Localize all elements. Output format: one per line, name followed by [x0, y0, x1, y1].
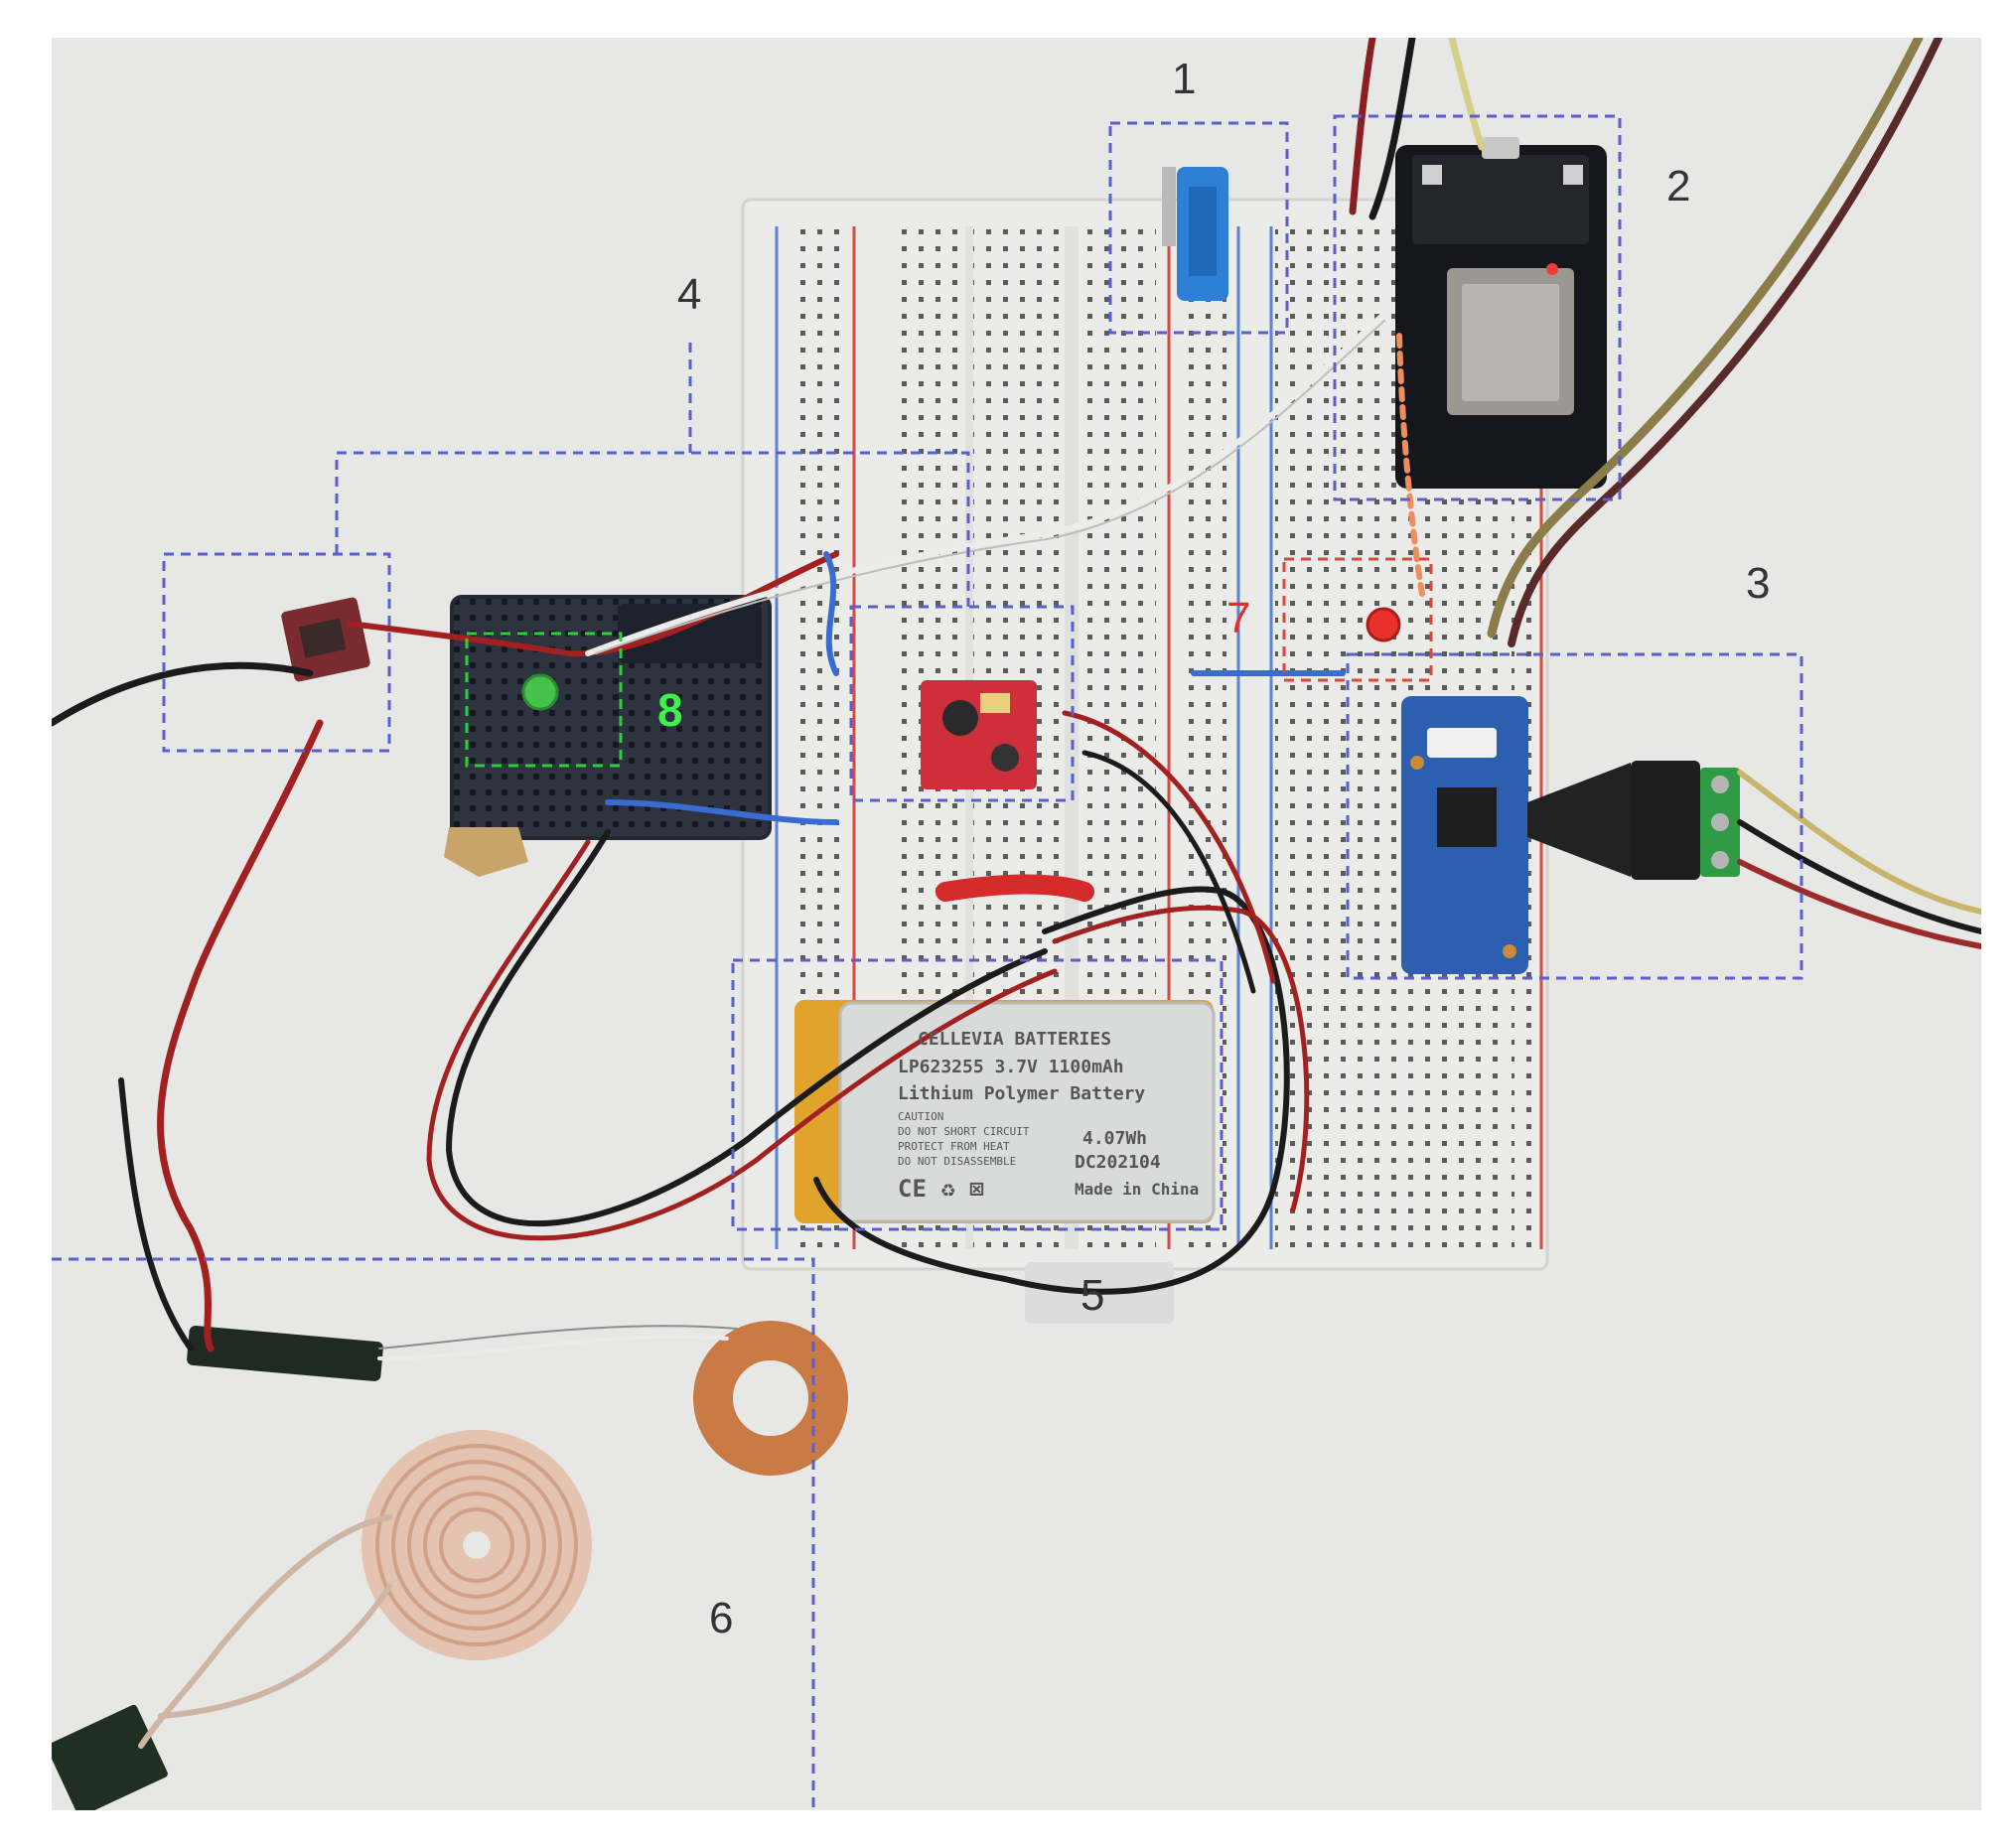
box-module-4-left — [162, 552, 391, 753]
label-module-2: 2 — [1666, 162, 1691, 211]
box-module-8 — [465, 632, 623, 768]
wires — [52, 38, 1981, 1749]
esp32-board — [1395, 137, 1607, 489]
module-4-leader — [335, 451, 970, 607]
boost-converter-board — [921, 680, 1037, 789]
annotation-boxes — [52, 114, 1803, 1810]
battery-caution-3: DO NOT DISASSEMBLE — [898, 1155, 1017, 1168]
battery-origin: Made in China — [1075, 1180, 1200, 1199]
battery-brand: CELLEVIA BATTERIES — [918, 1029, 1112, 1050]
box-module-7 — [1282, 557, 1433, 682]
label-module-6: 6 — [709, 1594, 734, 1642]
battery-caution-2: PROTECT FROM HEAT — [898, 1140, 1010, 1153]
battery-energy: 4.07Wh — [1082, 1128, 1148, 1149]
battery-model: LP623255 3.7V 1100mAh — [898, 1057, 1124, 1077]
box-module-2 — [1333, 114, 1622, 501]
label-module-8: 8 — [657, 684, 683, 736]
transmitter-pcb — [52, 1704, 168, 1810]
red-led — [1366, 607, 1401, 642]
receiver-pcb — [187, 1326, 383, 1381]
label-module-3: 3 — [1746, 559, 1771, 608]
scene — [52, 38, 1981, 1810]
charger-board-left — [281, 597, 370, 682]
box-module-1 — [1108, 121, 1289, 335]
box-module-4-center — [849, 605, 1075, 802]
photo: 1 2 3 4 5 6 7 8 CELLEVIA BATTERIES LP623… — [52, 38, 1981, 1810]
label-module-1: 1 — [1172, 55, 1197, 103]
battery-type: Lithium Polymer Battery — [898, 1083, 1146, 1104]
battery-cert-marks: CE ♻ ⊠ — [898, 1175, 984, 1203]
label-module-7: 7 — [1226, 594, 1251, 642]
temperature-sensor — [1162, 167, 1228, 301]
small-breadboard — [444, 595, 772, 877]
battery-date-code: DC202104 — [1075, 1152, 1161, 1173]
small-receiver-coil — [693, 1321, 848, 1476]
battery-caution-title: CAUTION — [898, 1110, 944, 1123]
green-led — [521, 673, 559, 711]
box-module-3 — [1346, 652, 1803, 980]
large-transmitter-coil — [361, 1430, 592, 1660]
label-module-4: 4 — [677, 270, 702, 319]
battery-caution-1: DO NOT SHORT CIRCUIT — [898, 1125, 1030, 1138]
box-module-6 — [52, 1257, 815, 1810]
blue-sensor-module — [1401, 696, 1528, 974]
label-module-5: 5 — [1080, 1271, 1105, 1320]
box-module-5 — [731, 958, 1224, 1231]
terminal-block-connector — [1527, 761, 1740, 880]
